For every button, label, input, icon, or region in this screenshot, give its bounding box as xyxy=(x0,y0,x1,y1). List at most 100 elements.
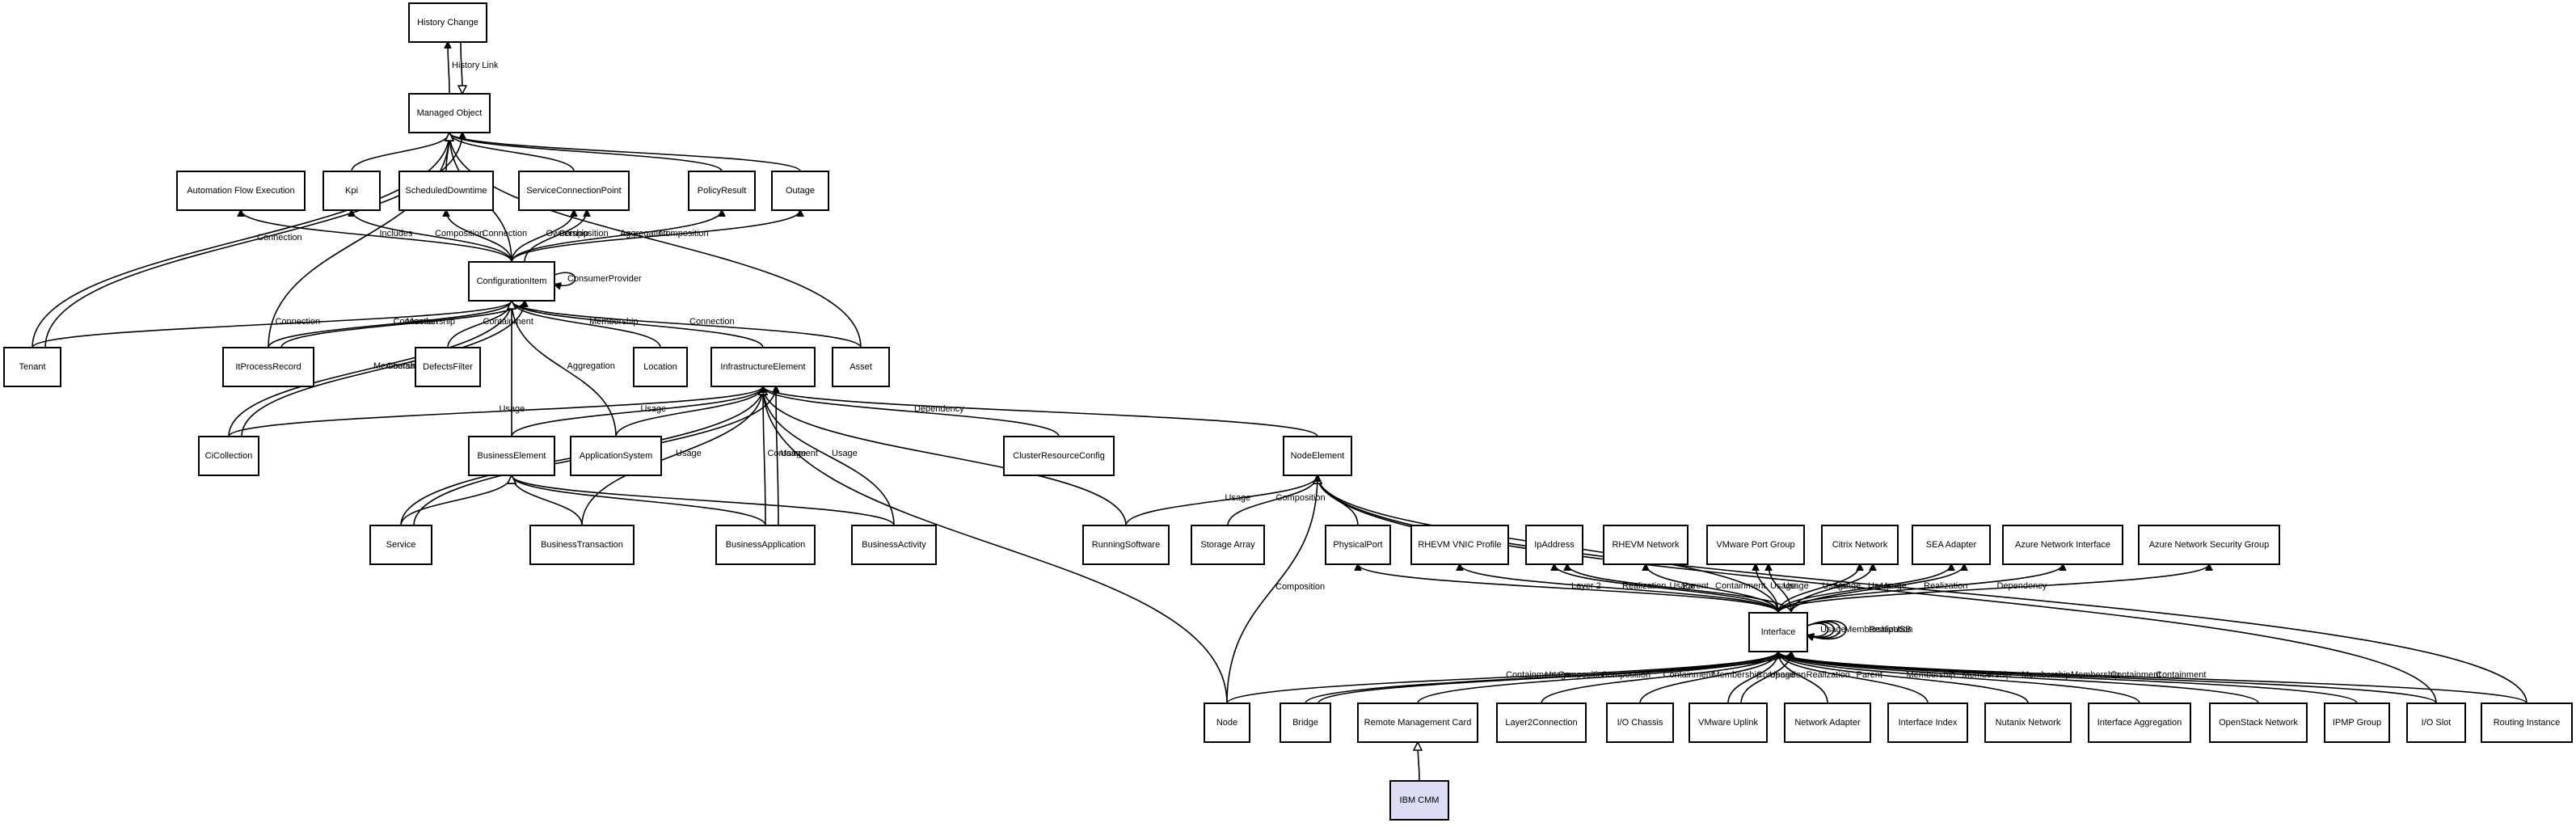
node-service[interactable]: Service xyxy=(369,525,432,565)
edge-line xyxy=(511,210,722,263)
node-business-element[interactable]: BusinessElement xyxy=(468,436,555,476)
node-label: Remote Management Card xyxy=(1364,718,1472,728)
edge-label: Parent xyxy=(1683,581,1709,591)
node-label: Kpi xyxy=(345,186,358,196)
edge-line xyxy=(1778,652,2140,704)
node-box xyxy=(1496,703,1587,743)
node-ip-address[interactable]: IpAddress xyxy=(1525,525,1583,565)
node-rhevm-network[interactable]: RHEVM Network xyxy=(1603,525,1689,565)
node-kpi[interactable]: Kpi xyxy=(323,171,381,211)
edge-tenant-to-managed-object xyxy=(32,133,449,348)
node-box xyxy=(1912,525,1991,565)
node-label: Service xyxy=(386,540,416,550)
node-vmware-uplink[interactable]: VMware Uplink xyxy=(1689,703,1768,743)
edge-line xyxy=(1305,652,1778,704)
node-interface[interactable]: Interface xyxy=(1748,612,1808,652)
node-interface-aggregation[interactable]: Interface Aggregation xyxy=(2088,703,2191,743)
node-box xyxy=(771,171,829,211)
node-label: BusinessActivity xyxy=(862,540,926,550)
node-box xyxy=(468,436,555,476)
node-service-connection-point[interactable]: ServiceConnectionPoint xyxy=(518,171,630,211)
node-location[interactable]: Location xyxy=(633,347,688,387)
node-io-slot[interactable]: I/O Slot xyxy=(2406,703,2466,743)
node-sea-adapter[interactable]: SEA Adapter xyxy=(1912,525,1991,565)
edge-line xyxy=(1778,652,2259,704)
edge-interface-to-interface: USB xyxy=(1807,620,1912,639)
edge-line xyxy=(512,301,862,348)
node-tenant[interactable]: Tenant xyxy=(3,347,61,387)
node-network-adapter[interactable]: Network Adapter xyxy=(1784,703,1871,743)
node-box xyxy=(1082,525,1170,565)
edge-application-system-to-infrastructure-element xyxy=(615,386,763,437)
edge-business-application-to-infrastructure-element: Usage xyxy=(776,386,806,526)
node-box xyxy=(688,171,756,211)
node-label: PhysicalPort xyxy=(1333,540,1382,550)
node-io-chassis[interactable]: I/O Chassis xyxy=(1606,703,1674,743)
node-label: Automation Flow Execution xyxy=(187,186,294,196)
node-node-element[interactable]: NodeElement xyxy=(1283,436,1352,476)
node-configuration-item[interactable]: ConfigurationItem xyxy=(468,261,555,302)
node-business-application[interactable]: BusinessApplication xyxy=(715,525,816,565)
node-ipmp-group[interactable]: IPMP Group xyxy=(2324,703,2390,743)
node-business-activity[interactable]: BusinessActivity xyxy=(851,525,937,565)
node-box xyxy=(1003,436,1115,476)
node-label: Node xyxy=(1216,718,1237,728)
node-business-transaction[interactable]: BusinessTransaction xyxy=(529,525,635,565)
node-physical-port[interactable]: PhysicalPort xyxy=(1325,525,1391,565)
node-application-system[interactable]: ApplicationSystem xyxy=(570,436,662,476)
edge-label: Usage xyxy=(641,404,667,414)
node-bridge[interactable]: Bridge xyxy=(1280,703,1331,743)
edge-node-to-node-element: Composition xyxy=(1226,475,1325,704)
node-running-software[interactable]: RunningSoftware xyxy=(1082,525,1170,565)
node-vmware-port-group[interactable]: VMware Port Group xyxy=(1706,525,1805,565)
node-box xyxy=(408,93,491,133)
edge-line xyxy=(524,210,587,263)
edge-label: Realization xyxy=(1869,625,1912,635)
node-history-change[interactable]: History Change xyxy=(408,2,487,43)
node-storage-array[interactable]: Storage Array xyxy=(1191,525,1265,565)
edge-line xyxy=(1418,742,1419,782)
node-box xyxy=(518,171,630,211)
node-asset[interactable]: Asset xyxy=(832,347,890,387)
edge-io-slot-to-node-element xyxy=(1318,475,2437,704)
node-box xyxy=(198,436,259,476)
node-nutanix-network[interactable]: Nutanix Network xyxy=(1984,703,2072,743)
edge-line xyxy=(1541,652,1778,704)
node-interface-index[interactable]: Interface Index xyxy=(1887,703,1968,743)
node-infrastructure-element[interactable]: InfrastructureElement xyxy=(710,347,816,387)
node-layer2-connection[interactable]: Layer2Connection xyxy=(1496,703,1587,743)
node-ibm-cmm[interactable]: IBM CMM xyxy=(1389,780,1449,821)
edge-label: Composition xyxy=(435,229,484,238)
node-scheduled-downtime[interactable]: ScheduledDowntime xyxy=(398,171,494,211)
node-label: BusinessElement xyxy=(478,451,546,461)
node-rhevm-vnic-profile[interactable]: RHEVM VNIC Profile xyxy=(1410,525,1509,565)
node-label: Interface xyxy=(1761,627,1796,637)
node-azure-network-interface[interactable]: Azure Network Interface xyxy=(2002,525,2123,565)
node-automation-flow[interactable]: Automation Flow Execution xyxy=(176,171,306,211)
node-defects-filter[interactable]: DefectsFilter xyxy=(415,347,481,387)
node-box xyxy=(2138,525,2280,565)
node-it-process-record[interactable]: ItProcessRecord xyxy=(222,347,314,387)
node-label: DefectsFilter xyxy=(423,362,473,372)
node-citrix-network[interactable]: Citrix Network xyxy=(1821,525,1899,565)
node-node[interactable]: Node xyxy=(1204,703,1250,743)
edge-label: Usage xyxy=(500,404,525,414)
node-managed-object[interactable]: Managed Object xyxy=(408,93,491,133)
node-openstack-network[interactable]: OpenStack Network xyxy=(2209,703,2308,743)
edge-label: Realization xyxy=(1924,581,1967,591)
node-azure-nsg[interactable]: Azure Network Security Group xyxy=(2138,525,2280,565)
node-outage[interactable]: Outage xyxy=(771,171,829,211)
node-remote-management-card[interactable]: Remote Management Card xyxy=(1357,703,1478,743)
node-ci-collection[interactable]: CiCollection xyxy=(198,436,259,476)
node-label: ConfigurationItem xyxy=(477,276,547,286)
node-label: ItProcessRecord xyxy=(235,362,301,372)
edge-label: Realization xyxy=(1807,670,1850,680)
node-label: SEA Adapter xyxy=(1926,540,1977,550)
node-policy-result[interactable]: PolicyResult xyxy=(688,171,756,211)
edge-line xyxy=(511,210,574,263)
edge-label: Connection xyxy=(276,317,321,327)
node-cluster-resource-config[interactable]: ClusterResourceConfig xyxy=(1003,436,1115,476)
node-routing-instance[interactable]: Routing Instance xyxy=(2481,703,2573,743)
edge-line xyxy=(763,386,1318,437)
edge-line xyxy=(1778,652,1828,704)
